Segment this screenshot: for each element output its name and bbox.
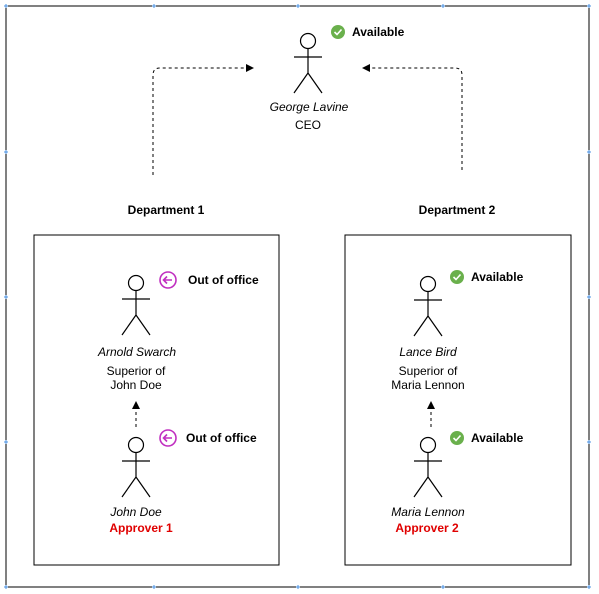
approver-2-name: Maria Lennon (391, 505, 465, 519)
approver-1-status-label: Out of office (186, 431, 257, 445)
superior-1-role-line1: Superior of (106, 364, 166, 378)
check-circle-icon (450, 270, 464, 284)
approver-1-name: John Doe (110, 505, 162, 519)
connector-dept2-to-ceo[interactable] (362, 64, 463, 170)
ceo-status-label: Available (352, 25, 405, 39)
approver-2-label: Approver 2 (395, 521, 459, 535)
out-of-office-icon (159, 429, 177, 447)
approver-1-label: Approver 1 (109, 521, 173, 535)
check-circle-icon (450, 431, 464, 445)
ceo-title: CEO (294, 118, 322, 132)
superior-2-role-line2: Maria Lennon (391, 378, 465, 392)
actor-ceo-icon[interactable] (293, 32, 323, 94)
ceo-name: George Lavine (269, 100, 349, 114)
actor-approver-1-icon[interactable] (121, 436, 151, 498)
superior-1-status-label: Out of office (188, 273, 259, 287)
superior-1-name: Arnold Swarch (97, 345, 177, 359)
superior-2-status-label: Available (471, 270, 524, 284)
selection-handles[interactable] (4, 4, 591, 589)
superior-2-role-line1: Superior of (398, 364, 458, 378)
department-2-label: Department 2 (418, 203, 496, 217)
superior-2-name: Lance Bird (399, 345, 457, 359)
superior-1-role-line2: John Doe (110, 378, 162, 392)
actor-superior-1-icon[interactable] (121, 274, 151, 336)
connector-dept1-to-ceo[interactable] (152, 64, 254, 175)
actor-approver-2-icon[interactable] (413, 436, 443, 498)
department-1-box[interactable] (33, 234, 280, 566)
actor-superior-2-icon[interactable] (413, 275, 443, 337)
out-of-office-icon (159, 271, 177, 289)
check-circle-icon (331, 25, 345, 39)
approver-2-status-label: Available (471, 431, 524, 445)
outer-frame[interactable] (5, 5, 590, 588)
department-2-box[interactable] (344, 234, 572, 566)
department-1-label: Department 1 (127, 203, 205, 217)
